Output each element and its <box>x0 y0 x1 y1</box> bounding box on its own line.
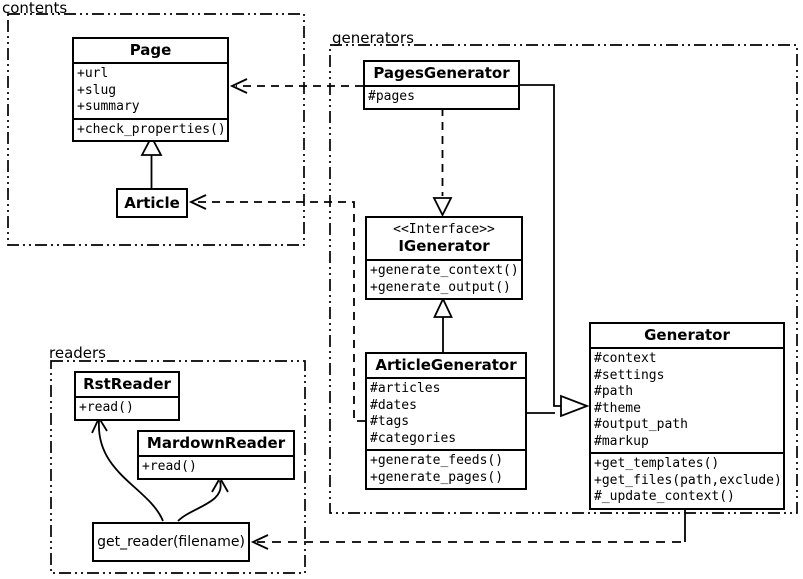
attributes-section: +url +slug +summary <box>74 62 227 118</box>
methods-section: +get_templates() +get_files(path,exclude… <box>591 452 783 508</box>
attribute-row: #articles <box>370 381 441 396</box>
package-label-generators: generators <box>332 29 414 47</box>
arrow-getreader-to-mardownreader <box>177 476 229 522</box>
method-row: +generate_pages() <box>370 469 504 485</box>
attributes-section: #pages <box>365 85 518 108</box>
package-label-readers: readers <box>49 344 106 362</box>
class-name-igenerator: IGenerator <box>398 237 490 255</box>
class-box-pagesgenerator: PagesGenerator #pages <box>363 60 520 110</box>
method-row: +get_files(path,exclude) <box>594 472 782 488</box>
attribute-row: #tags <box>370 414 410 429</box>
interface-stereotype: <<Interface>> <box>393 222 495 237</box>
package-label-contents: contents <box>2 0 68 17</box>
class-box-page: Page +url +slug +summary +check_properti… <box>72 37 229 142</box>
attribute-row: #settings <box>594 367 665 383</box>
attribute-row: #theme <box>594 400 641 416</box>
attribute-row: #output_path <box>594 417 688 432</box>
method-row: #_update_context() <box>594 489 735 504</box>
attribute-row: +url <box>77 66 109 81</box>
attribute-row: +slug <box>77 82 117 98</box>
arrow-pagesgenerator-to-igenerator-realization <box>432 108 453 218</box>
methods-section: +generate_context() +generate_output() <box>367 259 521 298</box>
class-name-article: Article <box>124 193 180 212</box>
class-name-page: Page <box>129 41 172 59</box>
attribute-row: #context <box>594 351 657 366</box>
attributes-section: #context #settings #path #theme #output_… <box>591 347 783 452</box>
method-row: +generate_context() <box>370 263 519 278</box>
class-box-article: Article <box>116 188 188 218</box>
method-row: +check_properties() <box>77 121 226 137</box>
class-box-articlegenerator: ArticleGenerator #articles #dates #tags … <box>365 352 527 490</box>
function-box-get-reader: get_reader(filename) <box>92 522 250 562</box>
arrow-generators-to-generator-inheritance <box>520 84 590 418</box>
arrow-articlegenerator-to-igenerator-inheritance <box>433 296 453 352</box>
method-row: +generate_feeds() <box>370 453 504 468</box>
get-reader-label: get_reader(filename) <box>97 534 245 550</box>
class-name-pagesgenerator: PagesGenerator <box>373 64 510 82</box>
class-name-articlegenerator: ArticleGenerator <box>375 356 517 374</box>
class-box-generator: Generator #context #settings #path #them… <box>589 322 785 510</box>
attribute-row: #pages <box>368 89 415 104</box>
package-border-generators <box>329 44 798 514</box>
arrow-generator-to-getreader-dependency <box>250 508 686 550</box>
arrow-articlegenerator-to-article-dependency <box>188 194 365 422</box>
method-row: +generate_output() <box>370 279 511 295</box>
method-row: +read() <box>79 400 134 415</box>
method-row: +read() <box>142 459 197 474</box>
class-name-rstreader: RstReader <box>83 375 171 393</box>
attribute-row: #categories <box>370 430 457 446</box>
package-border-readers <box>50 360 306 574</box>
methods-section: +read() <box>76 396 178 419</box>
class-box-rstreader: RstReader +read() <box>74 371 180 421</box>
attribute-row: #path <box>594 384 634 399</box>
attribute-row: +summary <box>77 99 140 114</box>
arrow-pagesgenerator-to-page-dependency <box>229 78 363 94</box>
attributes-section: #articles #dates #tags #categories <box>367 377 525 449</box>
methods-section: +check_properties() <box>74 117 227 141</box>
methods-section: +read() <box>139 455 293 478</box>
class-title-igenerator: <<Interface>> IGenerator <box>367 218 521 259</box>
attribute-row: #dates <box>370 397 417 413</box>
method-row: +get_templates() <box>594 456 720 471</box>
class-name-mardownreader: MardownReader <box>146 434 286 452</box>
class-name-generator: Generator <box>644 326 730 344</box>
arrow-article-to-page-inheritance <box>140 135 163 188</box>
class-box-mardownreader: MardownReader +read() <box>137 430 295 480</box>
attribute-row: #markup <box>594 433 649 449</box>
class-box-igenerator: <<Interface>> IGenerator +generate_conte… <box>365 216 523 300</box>
package-border-contents <box>7 13 305 246</box>
methods-section: +generate_feeds() +generate_pages() <box>367 449 525 488</box>
